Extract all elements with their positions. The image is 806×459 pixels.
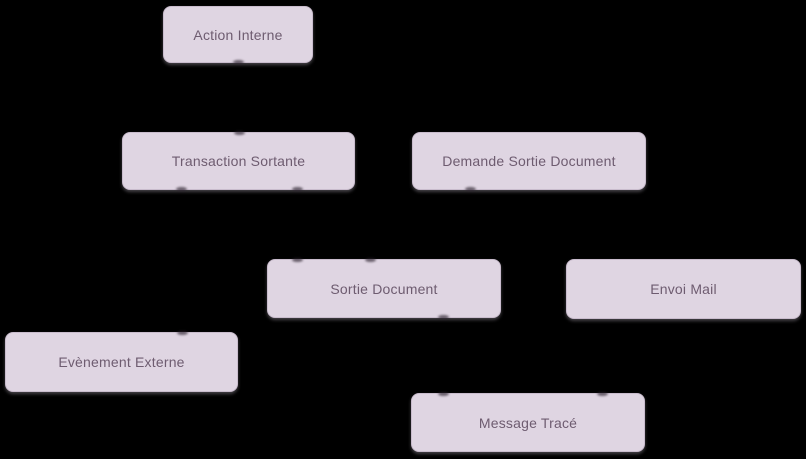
connector-anchor xyxy=(292,187,303,191)
connector-anchor xyxy=(438,392,449,396)
connector-anchor xyxy=(438,315,449,319)
diagram-node-evenement-externe[interactable]: Evènement Externe xyxy=(5,332,238,392)
node-label: Sortie Document xyxy=(330,280,438,297)
node-label: Transaction Sortante xyxy=(171,153,306,169)
connector-anchor xyxy=(597,392,608,396)
diagram-node-sortie-document[interactable]: Sortie Document xyxy=(267,259,501,318)
diagram-node-message-trace[interactable]: Message Tracé xyxy=(411,393,645,452)
connector-anchor xyxy=(177,331,188,335)
node-label: Evènement Externe xyxy=(58,354,185,370)
connector-anchor xyxy=(176,187,187,191)
diagram-node-demande-sortie-document[interactable]: Demande Sortie Document xyxy=(412,132,646,190)
node-label: Action Interne xyxy=(193,26,283,43)
connector-anchor xyxy=(234,131,245,135)
connector-anchor xyxy=(292,258,303,262)
connector-anchor xyxy=(465,187,476,191)
connector-anchor xyxy=(233,60,244,64)
diagram-node-action-interne[interactable]: Action Interne xyxy=(163,6,313,63)
connector-anchor xyxy=(365,258,376,262)
node-label: Envoi Mail xyxy=(650,281,717,297)
node-label: Demande Sortie Document xyxy=(442,153,616,169)
diagram-node-envoi-mail[interactable]: Envoi Mail xyxy=(566,259,801,319)
node-label: Message Tracé xyxy=(478,414,578,431)
diagram-node-transaction-sortante[interactable]: Transaction Sortante xyxy=(122,132,355,190)
